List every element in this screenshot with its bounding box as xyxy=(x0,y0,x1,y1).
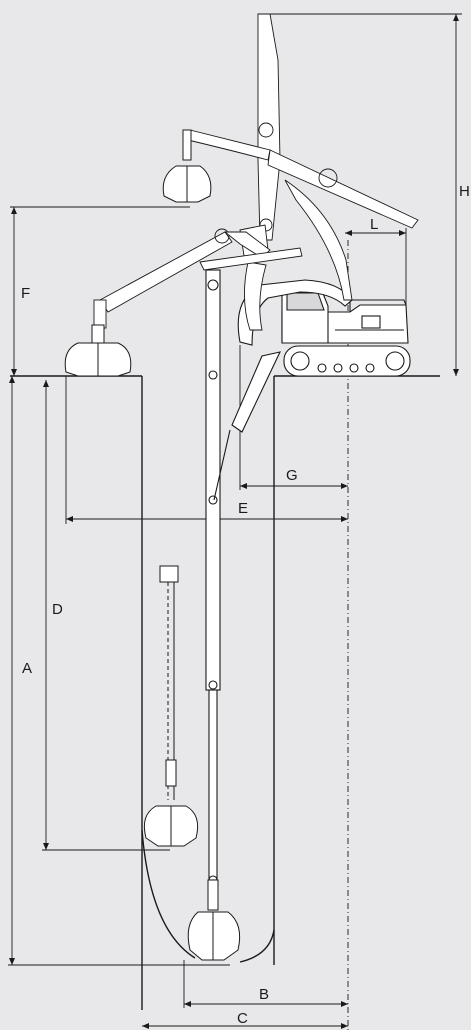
excavator-machine xyxy=(281,285,411,377)
label-d: D xyxy=(52,601,63,618)
label-e: E xyxy=(238,500,248,517)
grab-bucket-upper xyxy=(162,129,212,203)
crawler-track xyxy=(283,345,411,377)
arrowheads xyxy=(9,14,459,1029)
grab-bucket-suspended xyxy=(143,565,199,847)
label-a: A xyxy=(22,660,32,677)
telescopic-arm-inner xyxy=(208,689,218,881)
label-l: L xyxy=(370,216,378,233)
label-c: C xyxy=(237,1010,248,1027)
label-g: G xyxy=(286,467,298,484)
main-boom xyxy=(205,269,353,885)
label-f: F xyxy=(21,285,30,302)
grab-bucket-bottom xyxy=(187,879,241,961)
dimension-lines xyxy=(8,13,462,1030)
reach-boom-phantom xyxy=(93,228,303,329)
label-b: B xyxy=(259,986,269,1003)
dimension-labels: A B C D E F G H L xyxy=(21,183,470,1027)
grab-bucket-left xyxy=(64,324,132,377)
label-h: H xyxy=(459,183,470,200)
telescopic-arm-outer xyxy=(205,269,221,691)
